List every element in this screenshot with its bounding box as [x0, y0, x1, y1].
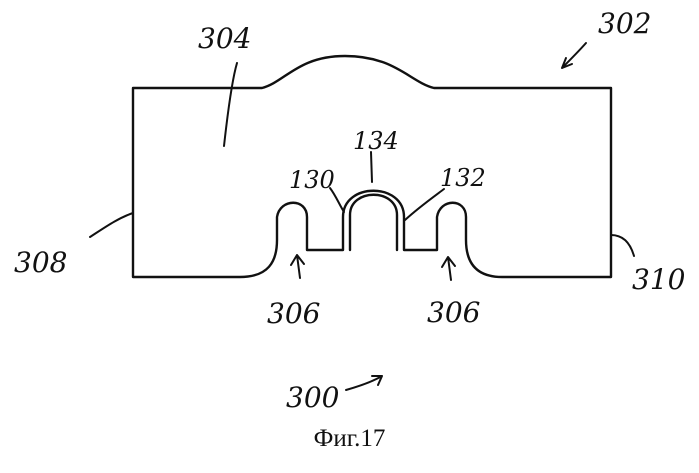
figure-caption: Фиг.17	[0, 425, 699, 453]
leader-304	[224, 63, 237, 146]
label-306-right: 306	[427, 296, 480, 329]
arrow-306-right	[442, 257, 455, 280]
arrow-306-left	[291, 255, 304, 278]
leader-308	[90, 213, 133, 237]
label-134: 134	[353, 127, 399, 155]
arrow-302	[562, 43, 586, 68]
label-302: 302	[598, 7, 651, 40]
arrow-300	[346, 376, 382, 390]
label-306-left: 306	[267, 297, 320, 330]
label-300: 300	[286, 381, 339, 414]
leader-310	[611, 235, 634, 256]
label-310: 310	[632, 263, 685, 296]
label-130: 130	[289, 166, 335, 194]
label-304: 304	[198, 22, 251, 55]
clip-inner-outline	[350, 195, 397, 250]
label-308: 308	[14, 246, 67, 279]
leader-134	[371, 152, 372, 182]
label-132: 132	[440, 164, 486, 192]
